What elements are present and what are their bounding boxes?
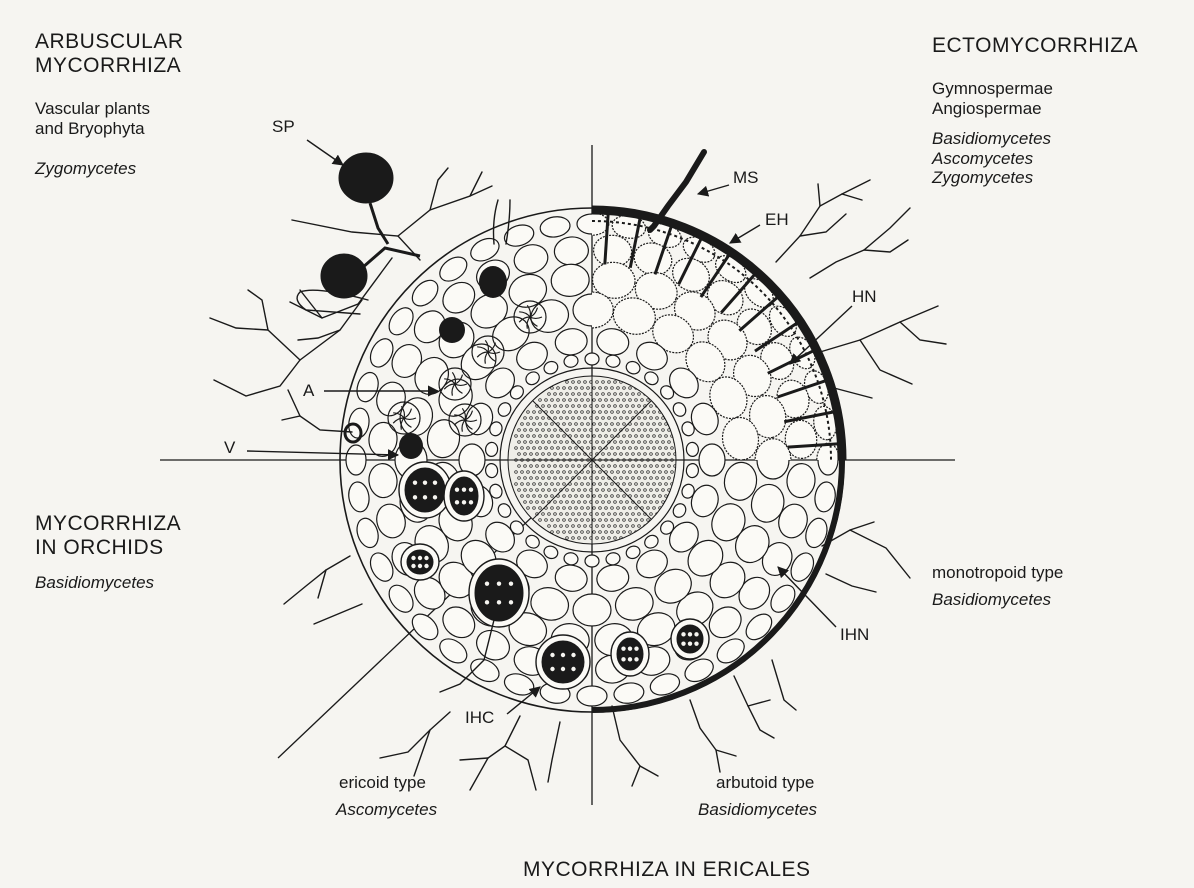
label-eh: EH	[765, 210, 789, 230]
arbutoid-type: arbutoid type	[716, 773, 814, 793]
orchid-title: MYCORRHIZA IN ORCHIDS	[35, 512, 181, 560]
orchid-fungi: Basidiomycetes	[35, 573, 154, 593]
ecto-hosts: Gymnospermae Angiospermae	[932, 79, 1053, 118]
arbuscular-title: ARBUSCULAR MYCORRHIZA	[35, 30, 184, 78]
label-ihc: IHC	[465, 708, 494, 728]
ericoid-type: ericoid type	[339, 773, 426, 793]
label-ms: MS	[733, 168, 759, 188]
label-ihn: IHN	[840, 625, 869, 645]
label-sp: SP	[272, 117, 295, 137]
stele	[500, 368, 684, 552]
label-hn: HN	[852, 287, 877, 307]
arbutoid-fungi: Basidiomycetes	[698, 800, 817, 820]
ericales-title: MYCORRHIZA IN ERICALES	[523, 858, 811, 882]
arbuscular-fungi: Zygomycetes	[35, 159, 136, 179]
ecto-fungi: Basidiomycetes Ascomycetes Zygomycetes	[932, 129, 1051, 188]
ecto-title: ECTOMYCORRHIZA	[932, 34, 1138, 58]
arbuscular-hosts: Vascular plants and Bryophyta	[35, 99, 150, 138]
label-v: V	[224, 438, 235, 458]
spore-sp	[321, 153, 420, 298]
ericoid-fungi: Ascomycetes	[336, 800, 437, 820]
monotropoid-type: monotropoid type	[932, 563, 1063, 583]
label-a: A	[303, 381, 314, 401]
monotropoid-fungi: Basidiomycetes	[932, 590, 1051, 610]
